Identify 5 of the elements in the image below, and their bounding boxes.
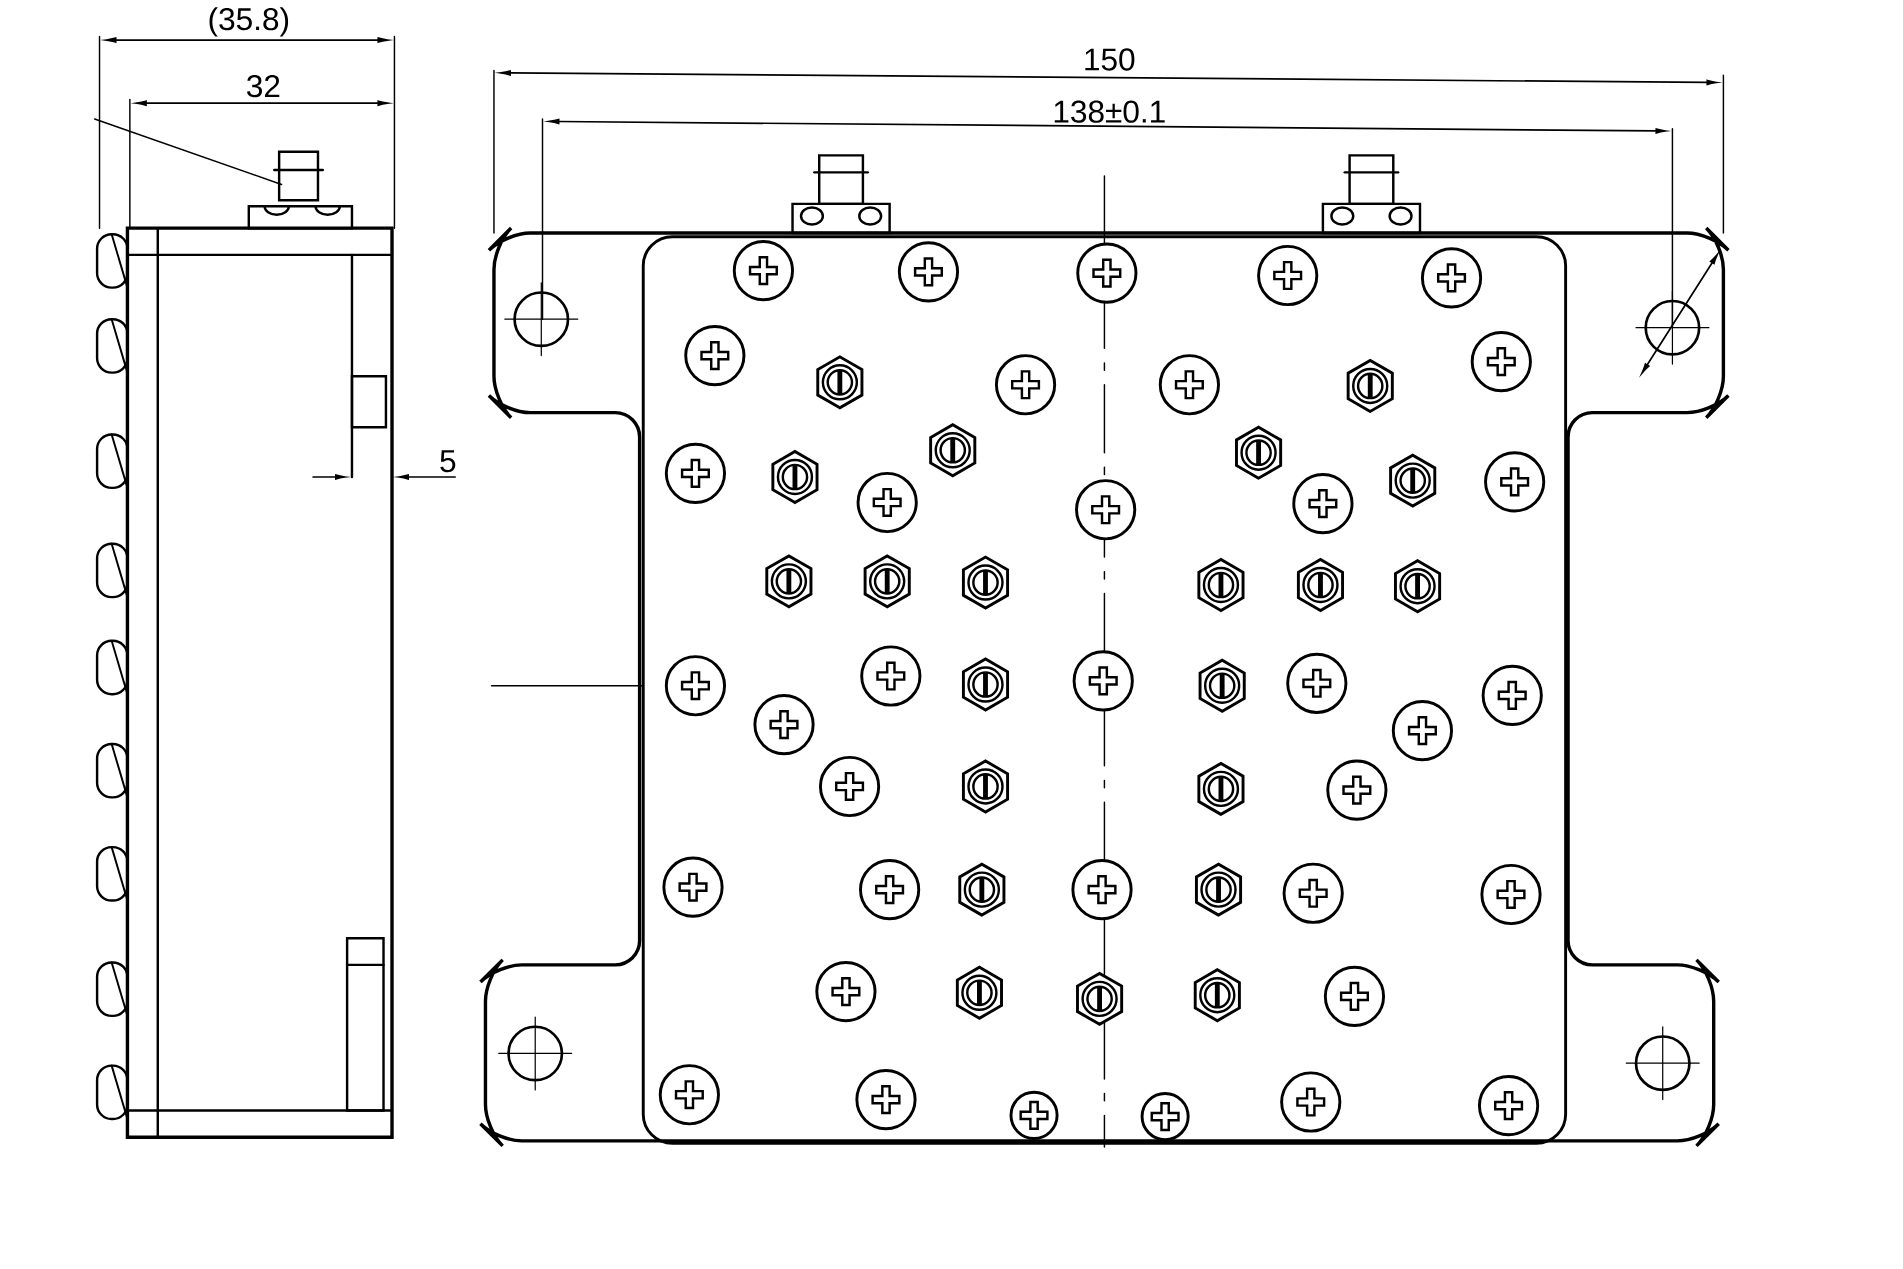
dimension-label: 138±0.1 [1054, 100, 1165, 123]
dimension-label: 5 [440, 449, 456, 472]
dimension-label: 32 [247, 74, 280, 98]
dimension-label: (35.8) [209, 6, 289, 37]
dimension-label: 150 [1085, 48, 1135, 71]
